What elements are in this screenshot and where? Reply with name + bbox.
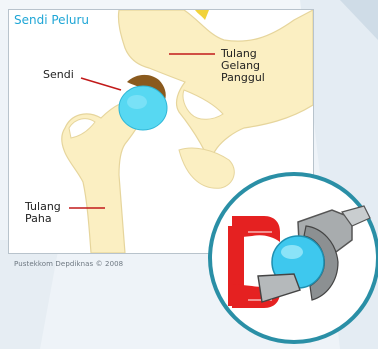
label-tulang-gelang-panggul: Tulang Gelang Panggul [221,48,265,84]
ball-socket-inset [202,166,378,349]
label-paha-line-2: Paha [25,213,61,225]
label-tulang-paha: Tulang Paha [25,201,61,225]
copyright-credit: Pustekkom Depdiknas © 2008 [14,260,123,268]
yellow-accent [195,10,209,20]
label-panggul-line-3: Panggul [221,72,265,84]
joint-ball [119,86,167,130]
diagram-title: Sendi Peluru [14,13,89,27]
sendi-leader-line [81,78,121,90]
label-sendi: Sendi [43,69,74,81]
joint-highlight [127,95,147,109]
